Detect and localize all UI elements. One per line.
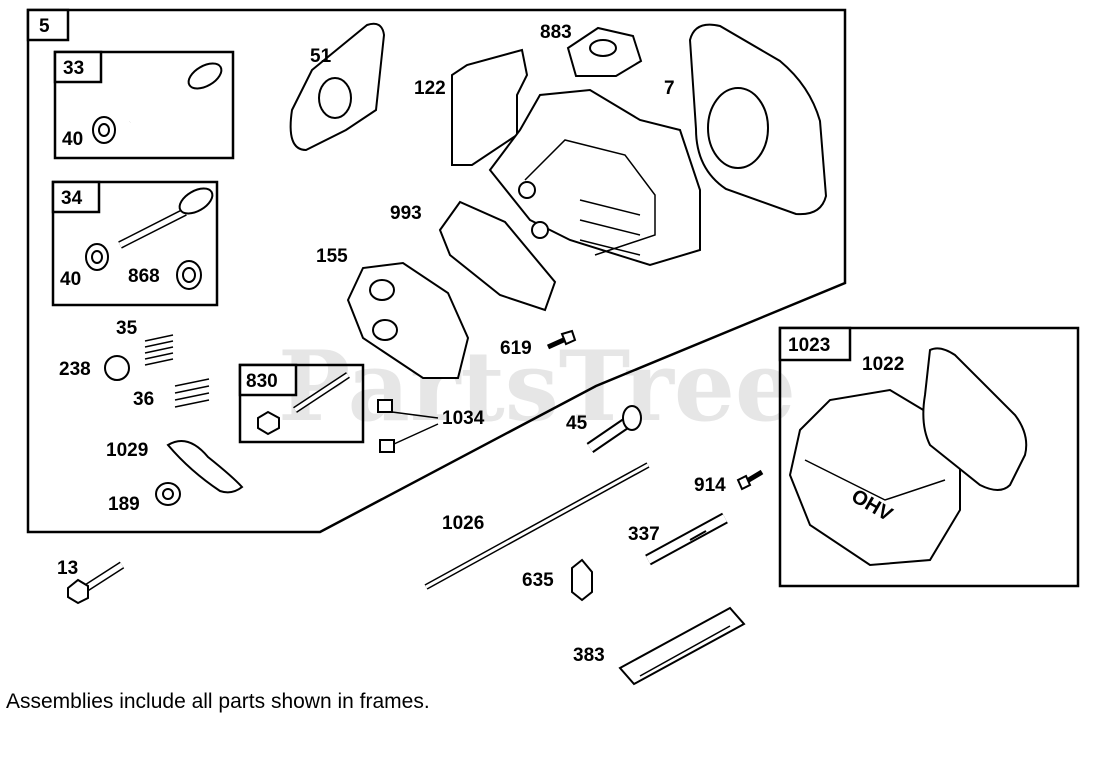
- frame-1023-label: 1023: [788, 335, 830, 356]
- valve-cover-gasket-part[interactable]: [922, 347, 1028, 491]
- part-label-189[interactable]: 189: [108, 494, 140, 515]
- plug-part-238[interactable]: [104, 355, 130, 381]
- valve-seal-part[interactable]: [176, 260, 202, 290]
- frame-830-label: 830: [246, 371, 278, 392]
- intake-valve-part[interactable]: [128, 58, 226, 125]
- part-label-914[interactable]: 914: [694, 475, 726, 496]
- gasket-part-993[interactable]: [438, 200, 557, 312]
- breather-plate-part-155[interactable]: [346, 261, 470, 379]
- frame-5-label: 5: [39, 16, 50, 37]
- push-rod-guide-part-b[interactable]: [379, 439, 395, 453]
- part-label-7[interactable]: 7: [664, 78, 675, 99]
- part-label-36[interactable]: 36: [133, 389, 154, 410]
- part-label-13[interactable]: 13: [57, 558, 78, 579]
- bolt-part-13[interactable]: [67, 561, 125, 605]
- gasket-883-port: [589, 39, 617, 57]
- frame-33-label: 33: [63, 58, 84, 79]
- exhaust-valve-part[interactable]: [118, 183, 217, 249]
- part-label-35[interactable]: 35: [116, 318, 138, 339]
- frame-830-tag: [238, 363, 298, 397]
- part-label-868[interactable]: 868: [128, 266, 160, 287]
- part-label-635[interactable]: 635: [522, 570, 554, 591]
- watermark: PartsTree: [278, 330, 796, 443]
- spark-plug-wrench-part-383[interactable]: [618, 606, 746, 686]
- part-label-383[interactable]: 383: [573, 645, 605, 666]
- part-label-619[interactable]: 619: [500, 338, 532, 359]
- frame-5-tag: [26, 8, 70, 42]
- push-rod-part-1026[interactable]: [424, 462, 650, 590]
- part-label-1026[interactable]: 1026: [442, 513, 484, 534]
- part-label-155[interactable]: 155: [316, 246, 348, 267]
- bolt-part-914[interactable]: [736, 469, 764, 491]
- part-label-122[interactable]: 122: [414, 78, 446, 99]
- frame-1023-tag: [778, 326, 852, 362]
- frame-33-outline: [53, 50, 235, 160]
- rocker-arm-part[interactable]: [166, 440, 244, 494]
- part-label-51[interactable]: 51: [310, 46, 332, 67]
- bolt-part-619[interactable]: [546, 329, 577, 350]
- frame-33-tag: [53, 50, 103, 84]
- leader-1034-b: [393, 423, 439, 445]
- plate-part-122[interactable]: [451, 48, 529, 166]
- part-label-1022[interactable]: 1022: [862, 354, 904, 375]
- frame-1023-outline: [778, 326, 1080, 588]
- part-label-238[interactable]: 238: [59, 359, 91, 380]
- part-label-45[interactable]: 45: [566, 413, 588, 434]
- assembly-footnote: Assemblies include all parts shown in fr…: [6, 690, 430, 713]
- part-label-883[interactable]: 883: [540, 22, 572, 43]
- push-rod-part-45[interactable]: [586, 405, 642, 453]
- valve-spring-part-36[interactable]: [174, 378, 210, 408]
- cylinder-head-part[interactable]: [488, 88, 701, 267]
- part-label-40a[interactable]: 40: [62, 129, 83, 150]
- part-label-40b[interactable]: 40: [60, 269, 81, 290]
- frame-5-outline: [26, 8, 847, 534]
- nut-part-189[interactable]: [155, 482, 181, 506]
- part-label-1029[interactable]: 1029: [106, 440, 148, 461]
- frame-34-outline: [51, 180, 219, 307]
- frame-34-tag: [51, 180, 101, 214]
- rocker-stud-part[interactable]: [257, 372, 350, 436]
- push-rod-guide-part-a[interactable]: [377, 399, 393, 413]
- valve-spring-part-35[interactable]: [144, 334, 174, 366]
- valve-spring-cap-part-a[interactable]: [92, 116, 116, 144]
- leader-1034-a: [391, 411, 439, 419]
- spark-plug-part-337[interactable]: [645, 512, 728, 566]
- frame-34-label: 34: [61, 188, 83, 209]
- gasket-51-port: [318, 77, 352, 119]
- frame-830-outline: [238, 363, 365, 444]
- part-label-993[interactable]: 993: [390, 203, 422, 224]
- valve-spring-cap-part-b[interactable]: [85, 243, 109, 271]
- valve-cover-part[interactable]: OHV: [788, 388, 961, 567]
- part-label-337[interactable]: 337: [628, 524, 660, 545]
- head-gasket-bore: [707, 87, 769, 169]
- part-label-1034[interactable]: 1034: [442, 408, 485, 429]
- elbow-fitting-part-635[interactable]: [571, 558, 593, 602]
